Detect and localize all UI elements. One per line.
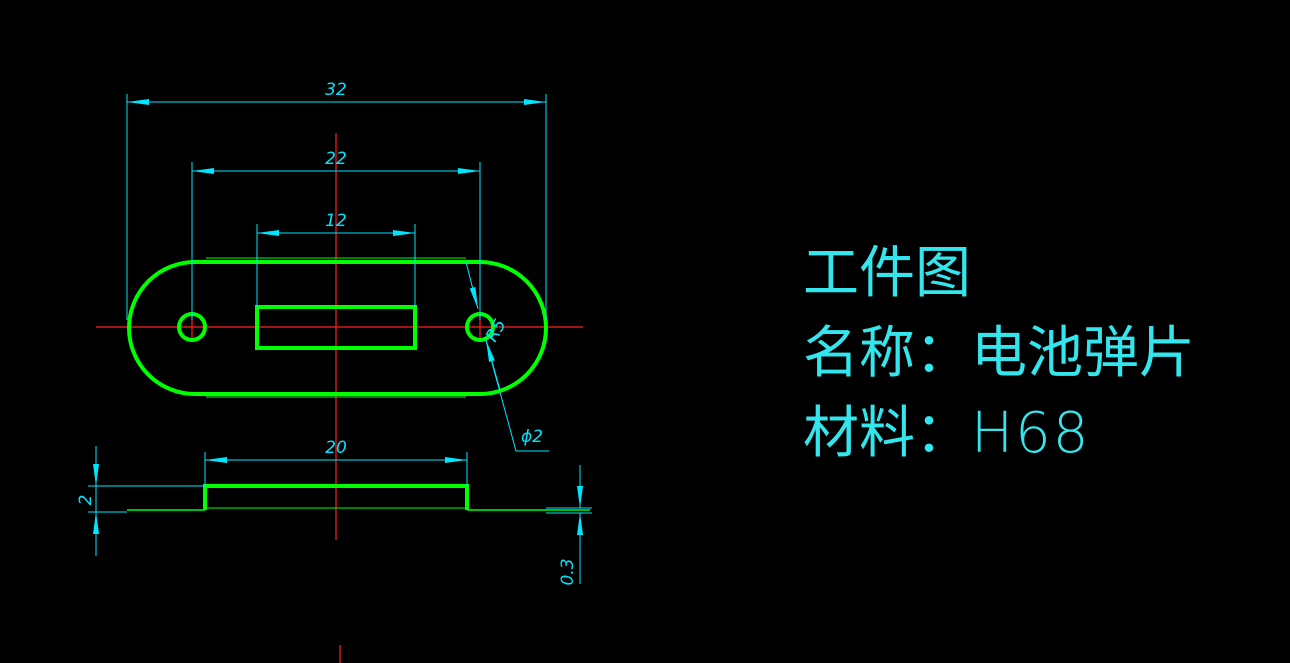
dim-text-12: 12 <box>325 211 347 231</box>
name-label: 名称： <box>803 321 971 386</box>
material-label: 材料： <box>803 401 971 466</box>
leader-r5 <box>465 261 479 310</box>
drawing-title: 工件图 <box>803 241 971 306</box>
obround-outline <box>127 260 548 396</box>
name-value: 电池弹片 <box>971 321 1195 386</box>
dim-text-03: 0.3 <box>558 558 578 585</box>
dim-text-22: 22 <box>325 149 347 169</box>
dimension-lines <box>88 94 592 584</box>
material-line: 材料：H68 <box>803 394 1195 474</box>
leader-phi2-arrow <box>485 339 501 391</box>
material-value: H68 <box>971 401 1091 466</box>
dim-text-phi2: ϕ2 <box>521 427 543 447</box>
drawing-notes: 工件图 名称：电池弹片 材料：H68 <box>803 234 1195 474</box>
side-view-part <box>127 484 590 511</box>
dim-text-2: 2 <box>76 495 96 506</box>
top-view-part <box>127 260 548 396</box>
raised-profile <box>203 484 469 510</box>
name-line: 名称：电池弹片 <box>803 314 1195 394</box>
dim-text-32: 32 <box>325 80 347 100</box>
center-slot <box>255 305 417 350</box>
top-view-thin-edges <box>206 257 466 398</box>
dim-text-20: 20 <box>325 438 347 458</box>
